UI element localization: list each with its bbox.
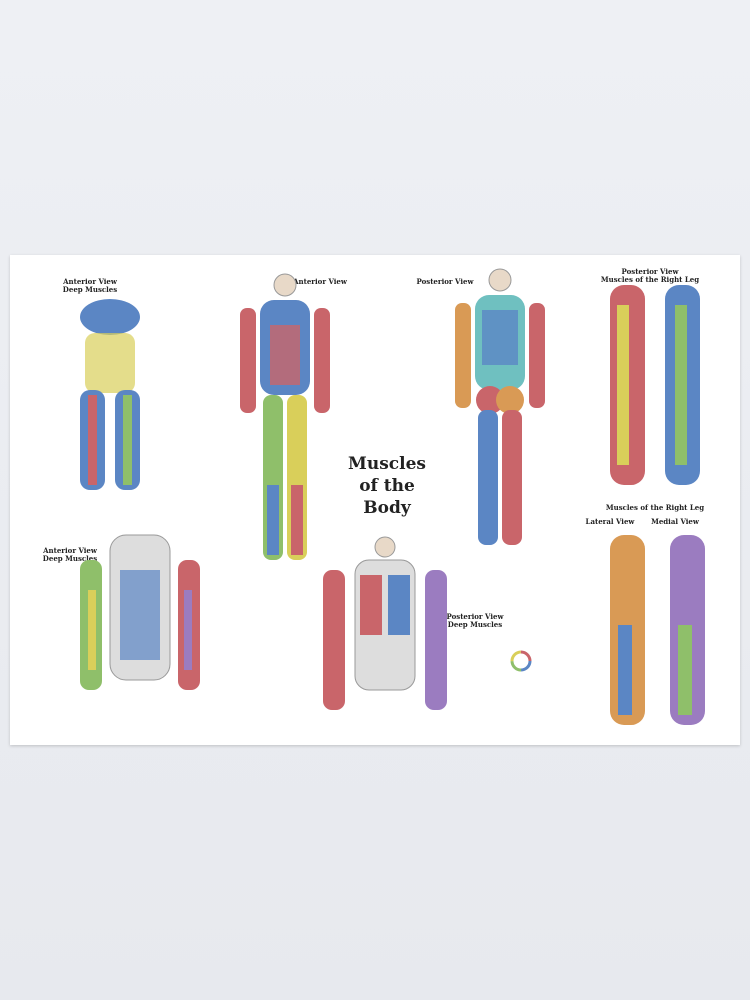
muscles-poster: Muscles of the Body Anterior View Deep M…: [10, 255, 740, 745]
heading-anterior-deep-top: Anterior View Deep Muscles: [50, 278, 130, 294]
heading-line: Muscles of the Right Leg: [605, 503, 705, 512]
poster-title: Muscles of the Body: [332, 453, 442, 519]
heading-line: Muscles of the Right Leg: [600, 275, 700, 284]
heading-line: Posterior View: [446, 612, 504, 621]
right-leg-lateral-medial-figures: [610, 535, 705, 725]
title-line: Muscles: [348, 454, 426, 474]
heading-line: Medial View: [651, 517, 699, 526]
heading-lateral: Lateral View: [580, 518, 640, 526]
heading-right-leg: Muscles of the Right Leg: [600, 504, 710, 512]
anterior-body-figure: [240, 273, 330, 560]
heading-posterior-leg: Posterior View Muscles of the Right Leg: [600, 268, 700, 284]
heading-line: Lateral View: [585, 517, 635, 526]
heading-line: Anterior View: [293, 277, 347, 286]
color-wheel-logo: [510, 650, 532, 672]
heading-posterior: Posterior View: [415, 278, 475, 286]
heading-line: Anterior View: [43, 546, 97, 555]
anterior-deep-torso-arms-figure: [80, 534, 200, 690]
posterior-leg-figures: [610, 285, 700, 485]
heading-posterior-deep: Posterior View Deep Muscles: [435, 613, 515, 629]
title-line: Body: [363, 498, 411, 518]
posterior-deep-figure: [323, 536, 447, 710]
heading-line: Deep Muscles: [42, 554, 98, 563]
title-line: of the: [359, 476, 415, 496]
heading-line: Anterior View: [63, 277, 117, 286]
heading-line: Posterior View: [416, 277, 474, 286]
anterior-deep-torso-figure: [80, 299, 140, 490]
heading-line: Posterior View: [621, 267, 679, 276]
posterior-body-figure: [455, 268, 545, 545]
heading-anterior-deep-bottom: Anterior View Deep Muscles: [30, 547, 110, 563]
heading-medial: Medial View: [645, 518, 705, 526]
heading-line: Deep Muscles: [447, 620, 503, 629]
heading-anterior: Anterior View: [290, 278, 350, 286]
heading-line: Deep Muscles: [62, 285, 118, 294]
